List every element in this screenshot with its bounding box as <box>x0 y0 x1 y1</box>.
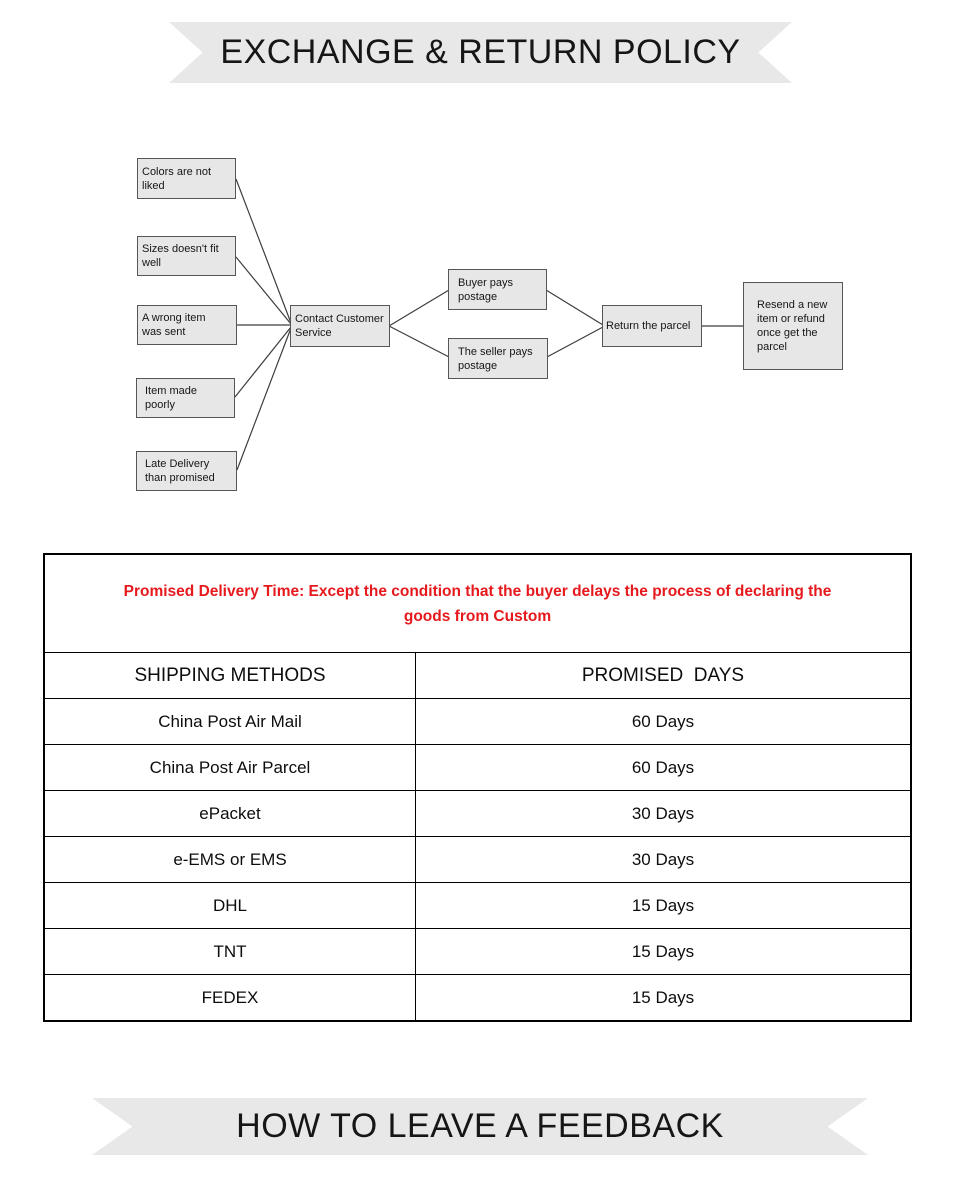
node-label: A wrong item was sent <box>142 312 206 338</box>
flowchart-node-sizes-dont-fit: Sizes doesn't fit well <box>137 236 236 276</box>
shipping-method-cell: e-EMS or EMS <box>45 837 416 882</box>
promised-delivery-note: Promised Delivery Time: Except the condi… <box>123 582 832 625</box>
node-label: Item made poorly <box>145 385 197 411</box>
feedback-banner-ribbon: HOW TO LEAVE A FEEDBACK <box>92 1098 868 1155</box>
table-row: TNT 15 Days <box>45 928 910 974</box>
promised-days-header: PROMISED DAYS <box>581 664 745 686</box>
shipping-method-cell: DHL <box>45 883 416 928</box>
shipping-method-cell: ePacket <box>45 791 416 836</box>
flowchart-node-contact-customer-service: Contact Customer Service <box>290 305 390 347</box>
node-label: Return the parcel <box>606 320 691 332</box>
flowchart-node-item-made-poorly: Item made poorly <box>136 378 235 418</box>
promised-days-cell: 30 Days <box>631 849 695 869</box>
shipping-method-cell: FEDEX <box>45 975 416 1020</box>
exchange-return-banner-title: EXCHANGE & RETURN POLICY <box>220 33 741 71</box>
promised-delivery-note-cell: Promised Delivery Time: Except the condi… <box>45 555 910 652</box>
node-label: Buyer pays postage <box>458 276 514 303</box>
promised-days-cell: 60 Days <box>631 757 695 777</box>
flowchart-node-resend-or-refund: Resend a new item or refund once get the… <box>743 282 843 370</box>
node-label: Colors are not liked <box>142 165 212 192</box>
node-label: Sizes doesn't fit well <box>142 243 219 269</box>
flowchart-node-late-delivery: Late Delivery than promised <box>136 451 237 491</box>
table-row: FEDEX 15 Days <box>45 974 910 1020</box>
shipping-method-cell: China Post Air Parcel <box>45 745 416 790</box>
table-row: DHL 15 Days <box>45 882 910 928</box>
promised-days-cell: 15 Days <box>631 895 695 915</box>
flowchart-node-colors-not-liked: Colors are not liked <box>137 158 236 199</box>
flowchart-node-seller-pays-postage: The seller pays postage <box>448 338 548 379</box>
exchange-return-banner-ribbon: EXCHANGE & RETURN POLICY <box>169 22 792 83</box>
table-row: e-EMS or EMS 30 Days <box>45 836 910 882</box>
node-label: Contact Customer Service <box>295 313 384 339</box>
feedback-banner-title: HOW TO LEAVE A FEEDBACK <box>236 1107 724 1145</box>
table-row: China Post Air Mail 60 Days <box>45 698 910 744</box>
table-row: ePacket 30 Days <box>45 790 910 836</box>
shipping-method-cell: China Post Air Mail <box>45 699 416 744</box>
shipping-methods-header: SHIPPING METHODS <box>45 653 416 698</box>
flowchart-node-return-parcel: Return the parcel <box>602 305 702 347</box>
shipping-method-cell: TNT <box>45 929 416 974</box>
shipping-promise-table: Promised Delivery Time: Except the condi… <box>43 553 912 1022</box>
promised-days-cell: 30 Days <box>631 803 695 823</box>
table-header-row: SHIPPING METHODS PROMISED DAYS <box>45 652 910 698</box>
flowchart-node-buyer-pays-postage: Buyer pays postage <box>448 269 547 310</box>
node-label: Late Delivery than promised <box>145 458 215 484</box>
promised-days-cell: 15 Days <box>631 941 695 961</box>
node-label: Resend a new item or refund once get the… <box>757 299 828 353</box>
table-row: China Post Air Parcel 60 Days <box>45 744 910 790</box>
node-label: The seller pays postage <box>458 345 533 372</box>
promised-days-cell: 60 Days <box>631 711 695 731</box>
flowchart-node-wrong-item: A wrong item was sent <box>137 305 237 345</box>
promised-days-cell: 15 Days <box>631 987 695 1007</box>
